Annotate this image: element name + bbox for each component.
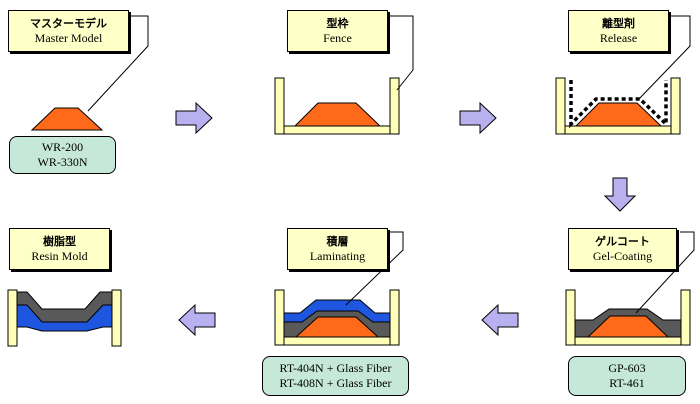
resin-mold-left-post [7,289,18,347]
label-release: 離型剤 Release [568,10,669,52]
master-model-release [574,102,663,127]
material-rt-408n-glass: RT-408N + Glass Fiber [279,376,392,390]
gel-right-wall [680,289,691,346]
lam-left-wall [274,289,285,346]
label-fence: 型枠 Fence [287,10,388,52]
label-resin-mold: 樹脂型 Resin Mold [9,228,110,270]
leader-line-master-model [87,15,149,112]
materials-gel-coating: GP-603 RT-461 [568,356,686,396]
fence-right-wall [389,77,400,135]
arrow-down [603,177,637,212]
label-en-master-model: Master Model [34,31,103,45]
gel-left-wall [565,289,576,346]
leader-line-gel [635,231,695,314]
leader-line-fence [390,15,414,91]
label-en-resin-mold: Resin Mold [31,249,88,263]
label-gel-coating: ゲルコート Gel-Coating [568,228,677,270]
master-model-in-fence [293,102,382,127]
gel-base [565,336,691,346]
resin-mold-right-post [111,289,122,347]
label-jp-gel-coating: ゲルコート [595,235,650,248]
lam-right-wall [389,289,400,346]
leader-line-release [637,15,691,101]
master-model-gel [586,315,670,338]
material-wr-200: WR-200 [41,140,84,154]
label-en-fence: Fence [323,31,352,45]
materials-laminating: RT-404N + Glass Fiber RT-408N + Glass Fi… [262,356,409,396]
release-left-wall [555,77,566,135]
label-jp-laminating: 積層 [326,235,349,248]
release-agent-coat [569,80,668,129]
label-en-laminating: Laminating [309,249,366,263]
arrow-left-2 [178,303,216,337]
label-jp-resin-mold: 樹脂型 [43,235,76,248]
fence-left-wall [274,77,285,135]
materials-master-model: WR-200 WR-330N [9,136,116,174]
material-rt-404n-glass: RT-404N + Glass Fiber [279,361,392,375]
material-wr-330n: WR-330N [37,155,88,169]
fence-base [274,125,400,135]
label-master-model: マスターモデル Master Model [8,10,129,52]
leader-line-laminate [345,231,404,306]
material-rt-461: RT-461 [609,376,645,390]
label-en-gel-coating: Gel-Coating [592,249,653,263]
label-jp-release: 離型剤 [602,17,635,30]
resin-mold-gel-coat [16,291,113,323]
label-jp-master-model: マスターモデル [30,17,107,30]
arrow-left-1 [481,303,519,337]
lam-base [274,336,400,346]
label-laminating: 積層 Laminating [287,228,388,270]
label-en-release: Release [599,31,638,45]
arrow-right-1 [175,101,213,135]
release-base [555,125,681,135]
label-jp-fence: 型枠 [326,17,349,30]
master-model-shape [30,107,104,131]
release-right-wall [670,77,681,135]
master-model-laminate [294,316,380,338]
material-gp-603: GP-603 [608,361,646,375]
arrow-right-2 [459,101,497,135]
